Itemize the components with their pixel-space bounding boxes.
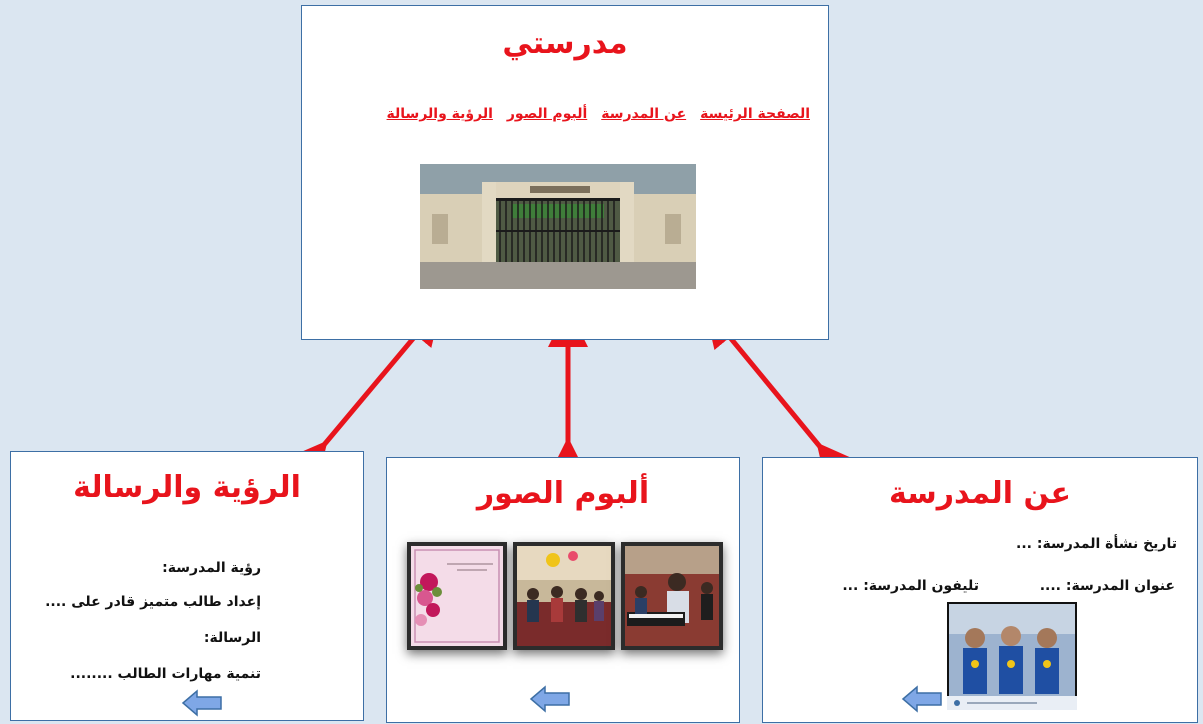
back-arrow-icon[interactable] — [901, 684, 945, 714]
about-card: عن المدرسة تاريخ نشأة المدرسة: ... تليفو… — [762, 457, 1198, 723]
mission-label: الرسالة: — [203, 630, 261, 646]
mission-text: تنمية مهارات الطالب ........ — [70, 666, 261, 682]
about-address: عنوان المدرسة: .... — [1039, 578, 1175, 594]
vision-title: الرؤية والرسالة — [73, 470, 301, 505]
album-photo-classroom — [513, 542, 615, 650]
album-photo-performance — [621, 542, 723, 650]
back-arrow-icon[interactable] — [181, 688, 225, 718]
about-title: عن المدرسة — [889, 476, 1071, 511]
about-founded: تاريخ نشأة المدرسة: ... — [1016, 536, 1177, 552]
school-gate-photo — [420, 164, 696, 289]
album-photo-card — [407, 542, 507, 650]
album-card: ألبوم الصور — [386, 457, 740, 723]
album-title: ألبوم الصور — [476, 476, 650, 511]
school-video-player[interactable] — [947, 602, 1077, 710]
nav-link-about[interactable]: عن المدرسة — [601, 106, 687, 122]
vision-card: الرؤية والرسالة رؤية المدرسة: إعداد طالب… — [10, 451, 364, 721]
about-phone: تليفون المدرسة: ... — [842, 578, 979, 594]
vision-label: رؤية المدرسة: — [162, 560, 261, 576]
vision-text: إعداد طالب متميز قادر على .... — [45, 594, 261, 610]
nav-link-vision[interactable]: الرؤية والرسالة — [386, 106, 493, 122]
home-title: مدرستي — [502, 26, 628, 61]
arrow-about-home — [704, 306, 858, 487]
back-arrow-icon[interactable] — [529, 684, 573, 714]
nav-link-album[interactable]: ألبوم الصور — [506, 106, 588, 122]
nav-link-home[interactable]: الصفحة الرئيسة — [700, 106, 810, 122]
home-nav: الصفحة الرئيسة عن المدرسة ألبوم الصور ال… — [387, 106, 810, 122]
home-card: مدرستي الصفحة الرئيسة عن المدرسة ألبوم ا… — [301, 5, 829, 340]
